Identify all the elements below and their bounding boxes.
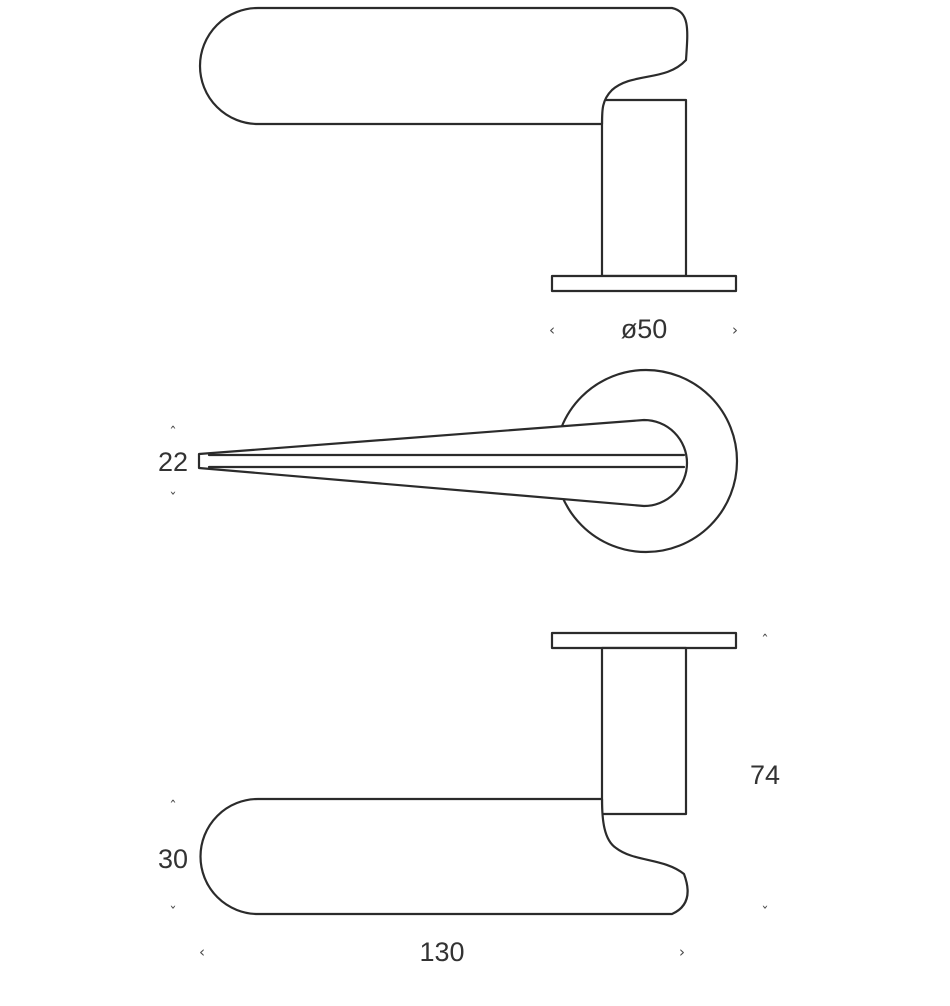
projection-dimension: ˆ 74 ˇ	[750, 632, 780, 922]
top-view	[198, 6, 738, 293]
lever-thickness-dimension: ˆ 22 ˇ	[158, 424, 188, 508]
arrow-up-height: ˆ	[169, 798, 177, 816]
arrow-down-height: ˇ	[169, 904, 177, 922]
front-view	[197, 368, 739, 554]
arrow-right-rose: ›	[732, 321, 738, 339]
bottom-view-lever	[199, 797, 689, 916]
lever-height-dimension: ˆ 30 ˇ	[158, 798, 188, 922]
projection-label: 74	[750, 760, 780, 790]
bottom-view-neck	[600, 646, 688, 816]
top-view-neck	[600, 98, 688, 278]
top-view-rose-plate	[550, 274, 738, 293]
arrow-left-rose: ‹	[549, 321, 555, 339]
arrow-right-length: ›	[679, 943, 685, 961]
arrow-left-length: ‹	[199, 943, 205, 961]
rose-diameter-label: ø50	[621, 314, 668, 344]
lever-height-label: 30	[158, 844, 188, 874]
lever-length-dimension: ‹ 130 ›	[199, 937, 685, 967]
arrow-down-projection: ˇ	[761, 904, 769, 922]
rose-diameter-dimension: ‹ ø50 ›	[549, 314, 738, 344]
arrow-up-projection: ˆ	[761, 632, 769, 650]
bottom-view	[199, 631, 738, 916]
lever-length-label: 130	[419, 937, 464, 967]
arrow-up-thickness: ˆ	[169, 424, 177, 442]
top-view-lever	[198, 6, 689, 126]
front-view-lever-blade	[197, 418, 689, 508]
lever-thickness-label: 22	[158, 447, 188, 477]
bottom-view-rose-plate	[550, 631, 738, 650]
arrow-down-thickness: ˇ	[169, 490, 177, 508]
